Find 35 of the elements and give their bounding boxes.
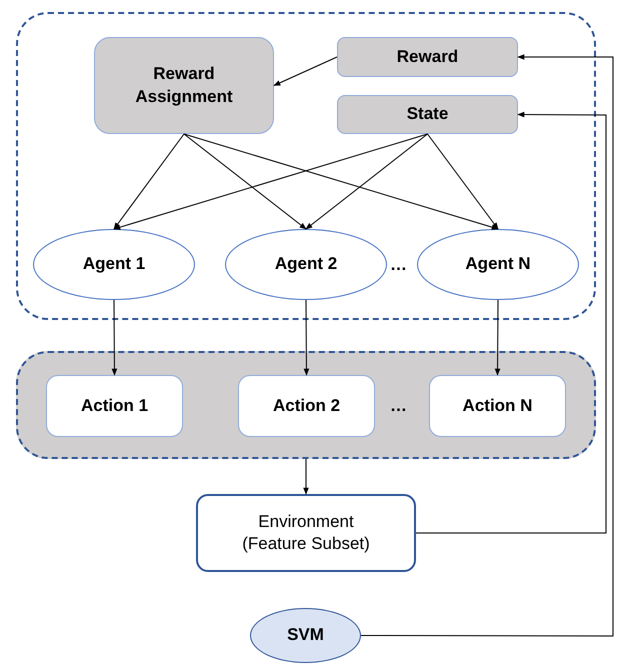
action-box xyxy=(46,375,183,437)
arrow xyxy=(360,54,614,636)
arrow xyxy=(273,56,338,86)
arrow xyxy=(305,134,428,230)
dashed-group-box xyxy=(16,12,596,320)
ellipsis-label: … xyxy=(390,254,407,276)
node-label: Agent 2 xyxy=(274,253,338,276)
arrow xyxy=(114,134,184,230)
node-label: State xyxy=(406,103,450,126)
node-label: Environment (Feature Subset) xyxy=(241,510,371,555)
node-label: SVM xyxy=(286,624,325,646)
node-label: Agent N xyxy=(464,253,532,276)
arrow xyxy=(494,300,500,376)
arrow xyxy=(113,134,428,230)
node-label: Agent 1 xyxy=(82,253,146,276)
process-box xyxy=(337,95,518,134)
arrow xyxy=(304,300,310,376)
arrow xyxy=(427,134,498,230)
node-label: Reward xyxy=(396,46,460,68)
environment-box xyxy=(196,494,416,572)
node-label: Reward Assignment xyxy=(134,63,234,108)
process-box xyxy=(94,37,274,134)
node-label: Action N xyxy=(462,394,534,417)
node-label: Action 1 xyxy=(80,394,150,417)
dashed-group-box xyxy=(16,351,596,459)
ellipsis-label: … xyxy=(390,395,407,417)
arrow xyxy=(416,112,606,534)
action-box xyxy=(238,375,375,437)
arrow xyxy=(184,134,307,230)
node-label: Action 2 xyxy=(272,394,342,417)
arrow xyxy=(112,300,118,376)
arrow xyxy=(184,134,499,230)
process-box xyxy=(337,37,518,77)
arrow xyxy=(303,458,309,495)
action-box xyxy=(429,375,566,437)
